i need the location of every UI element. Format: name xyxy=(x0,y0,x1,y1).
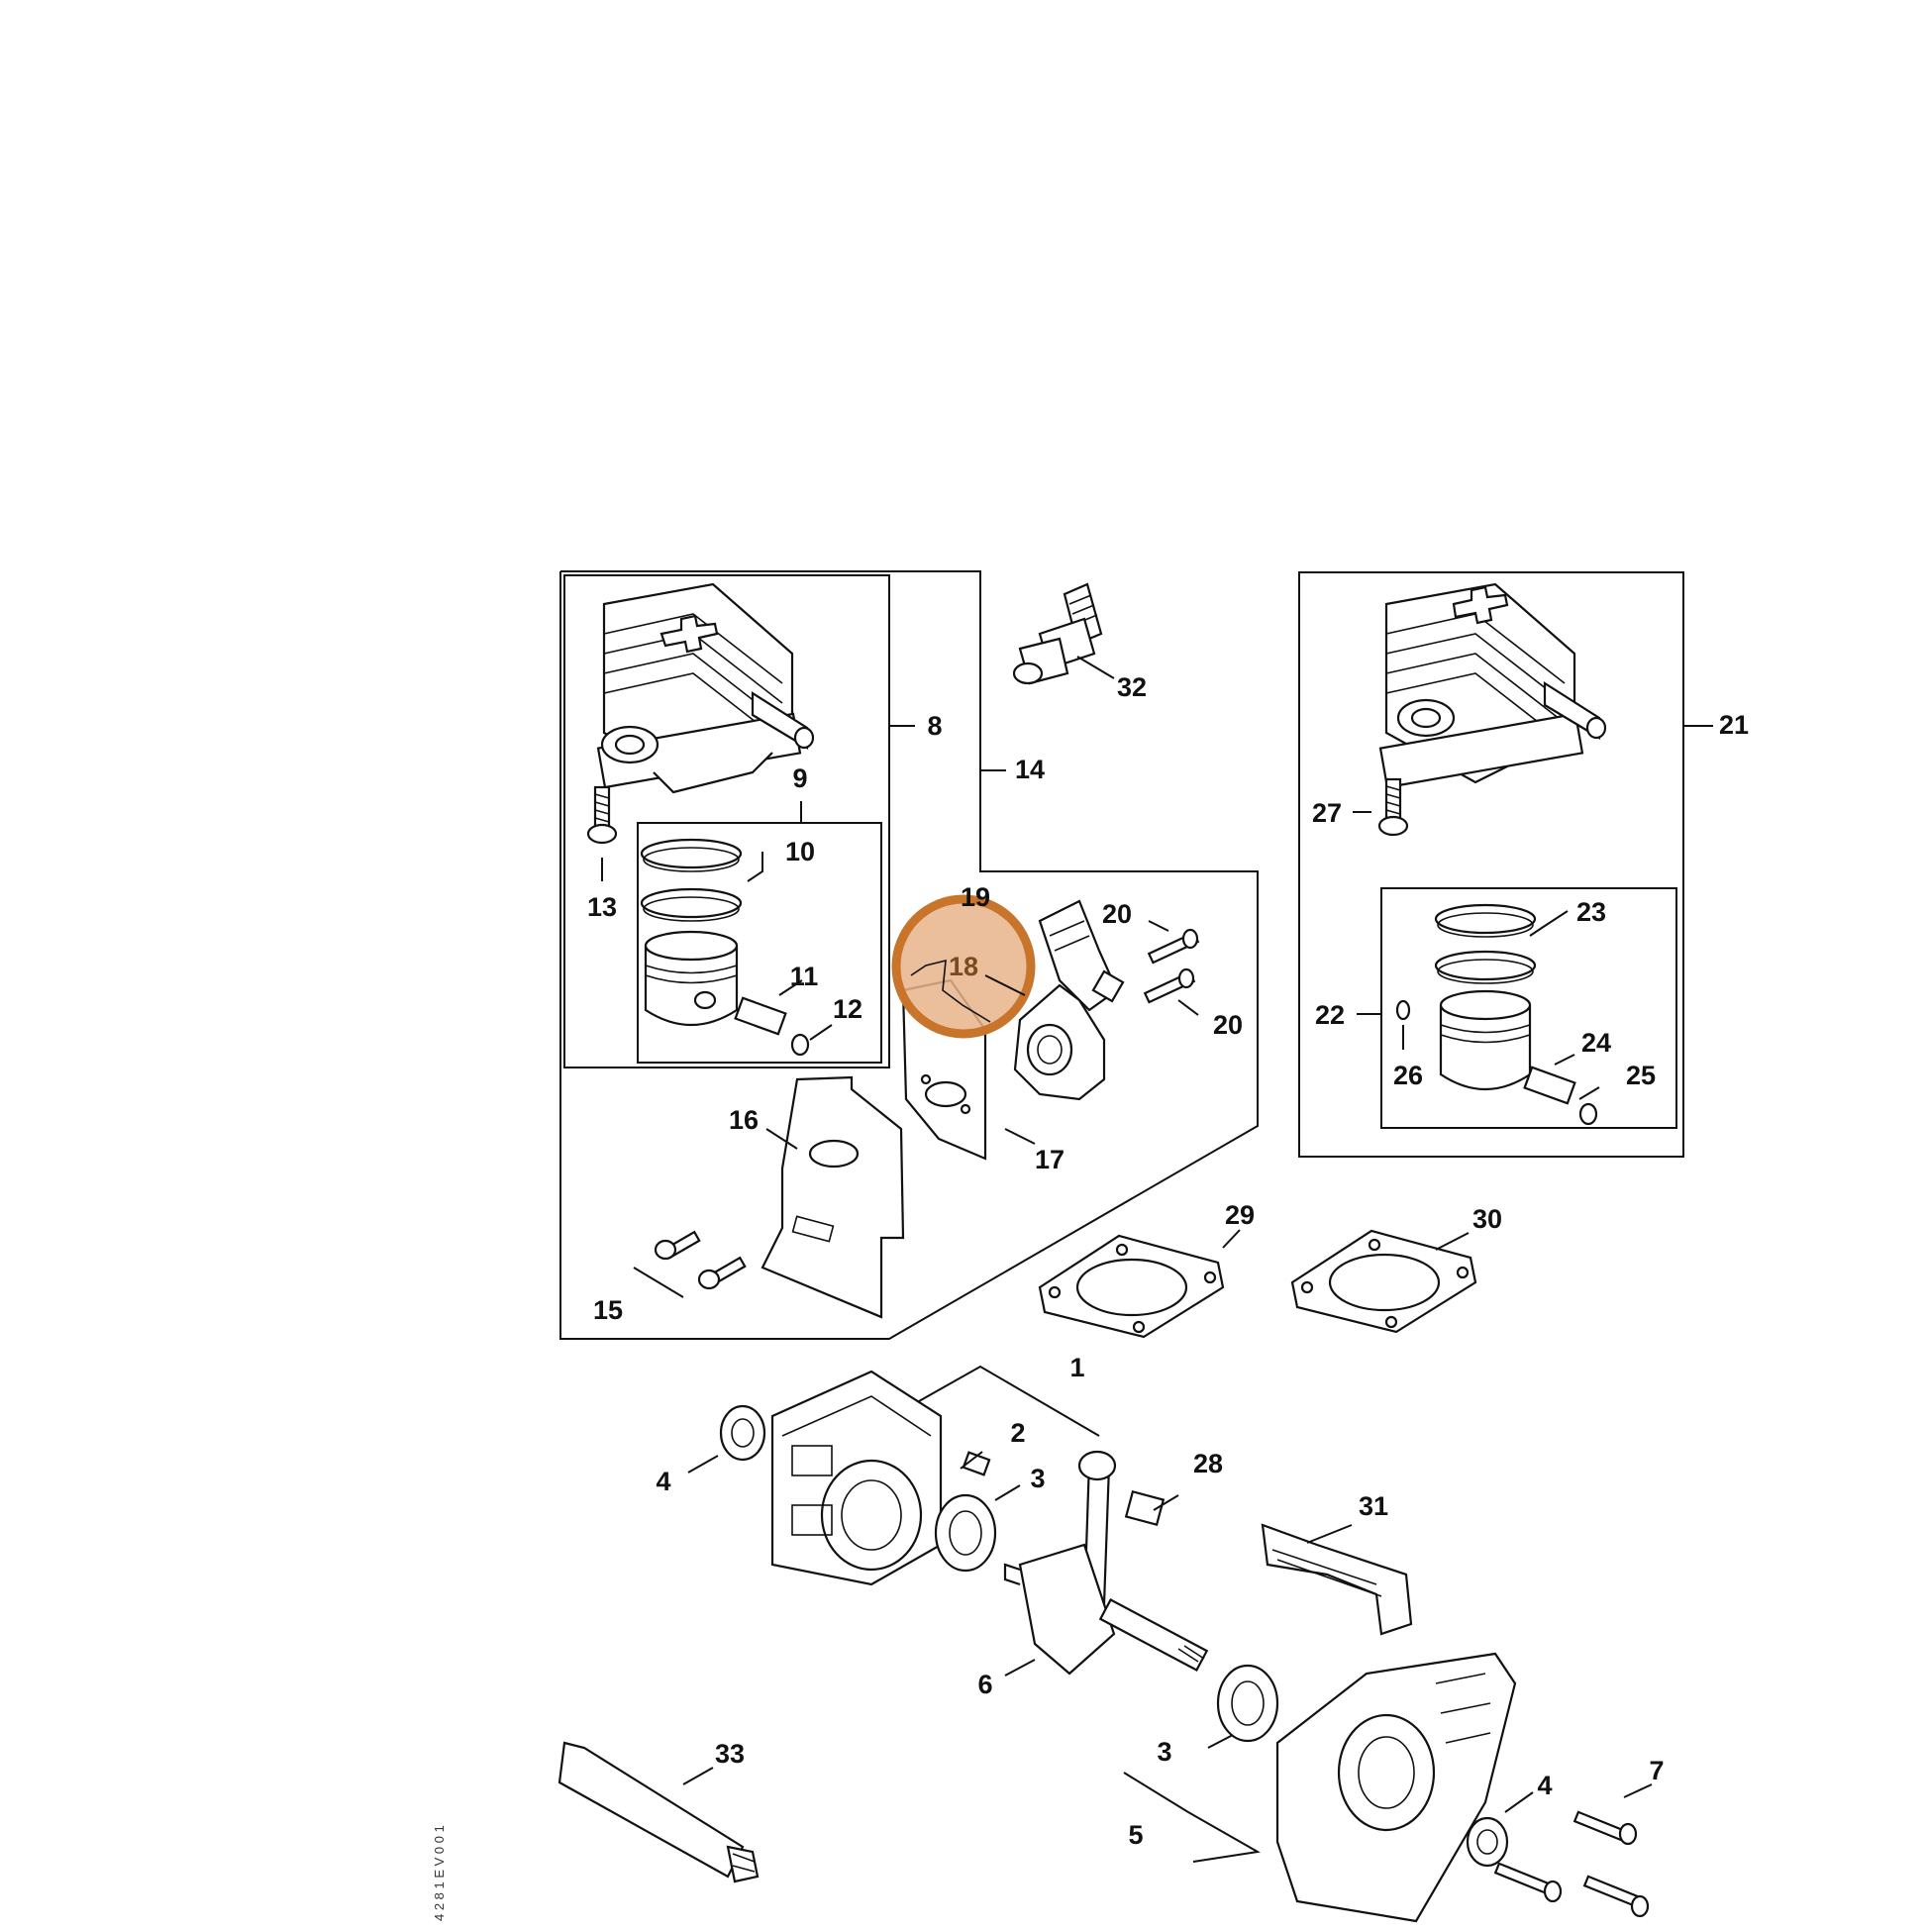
part-label-33[interactable]: 33 xyxy=(715,1739,745,1769)
screws-20-drawing xyxy=(1143,928,1200,1004)
part-label-5[interactable]: 5 xyxy=(1128,1820,1143,1850)
bearing-3-upper-drawing xyxy=(934,1493,997,1573)
part-label-26[interactable]: 26 xyxy=(1393,1061,1423,1090)
part-label-24[interactable]: 24 xyxy=(1581,1028,1611,1058)
grease-tube-33-drawing xyxy=(558,1741,760,1883)
part-label-14[interactable]: 14 xyxy=(1015,755,1045,784)
gasket-29-drawing xyxy=(1038,1234,1225,1339)
part-label-13[interactable]: 13 xyxy=(587,892,617,922)
crankcase-1-drawing xyxy=(770,1370,943,1586)
part-label-22[interactable]: 22 xyxy=(1315,1000,1345,1030)
group-box-21 xyxy=(1298,571,1684,1158)
screw-13-drawing xyxy=(586,785,618,845)
spark-plug-32-drawing xyxy=(1012,582,1103,685)
carburetor-19-drawing xyxy=(1038,899,1125,1012)
part-label-20[interactable]: 20 xyxy=(1213,1010,1243,1040)
part-label-25[interactable]: 25 xyxy=(1626,1061,1656,1090)
screw-27-drawing xyxy=(1377,777,1409,837)
piston-group-9-drawing xyxy=(640,838,810,1057)
gasket-30-drawing xyxy=(1290,1229,1477,1334)
part-label-3[interactable]: 3 xyxy=(1157,1737,1171,1767)
part-label-20[interactable]: 20 xyxy=(1102,899,1132,929)
seal-4-left-drawing xyxy=(719,1404,766,1462)
part-label-1[interactable]: 1 xyxy=(1069,1353,1084,1382)
cylinder-8-drawing xyxy=(596,582,815,794)
group-box-9 xyxy=(637,822,882,1064)
group-box-8 xyxy=(563,574,890,1068)
part-label-31[interactable]: 31 xyxy=(1359,1491,1388,1521)
highlight-circle[interactable] xyxy=(891,894,1036,1039)
crankcase-5-drawing xyxy=(1275,1652,1517,1923)
bearing-3-lower-drawing xyxy=(1216,1664,1279,1743)
part-label-29[interactable]: 29 xyxy=(1225,1200,1255,1230)
part-label-4[interactable]: 4 xyxy=(1537,1771,1552,1800)
pin-2-drawing xyxy=(962,1451,991,1476)
heat-shield-16-drawing xyxy=(761,1075,905,1319)
part-label-10[interactable]: 10 xyxy=(785,837,815,866)
part-label-32[interactable]: 32 xyxy=(1117,672,1147,702)
part-label-9[interactable]: 9 xyxy=(792,763,807,793)
part-label-15[interactable]: 15 xyxy=(593,1295,623,1325)
crankshaft-6-drawing xyxy=(1003,1450,1209,1676)
part-label-16[interactable]: 16 xyxy=(729,1105,759,1135)
group-box-14 xyxy=(559,570,1259,1340)
part-label-27[interactable]: 27 xyxy=(1312,798,1342,828)
part-label-8[interactable]: 8 xyxy=(927,711,942,741)
part-label-2[interactable]: 2 xyxy=(1010,1418,1025,1448)
part-label-7[interactable]: 7 xyxy=(1649,1756,1664,1785)
part-label-18[interactable]: 18 xyxy=(949,952,978,981)
part-label-28[interactable]: 28 xyxy=(1193,1449,1223,1478)
screws-7-drawing xyxy=(1493,1810,1650,1918)
part-labels: 1233445678910111213141516171819202021222… xyxy=(587,672,1749,1850)
seal-4-right-drawing xyxy=(1466,1816,1509,1868)
part-label-6[interactable]: 6 xyxy=(977,1670,992,1699)
side-code: 4 2 8 1 E V 0 0 1 xyxy=(432,1825,447,1921)
cylinder-21-drawing xyxy=(1378,582,1607,789)
part-label-30[interactable]: 30 xyxy=(1472,1204,1502,1234)
screws-15-drawing xyxy=(654,1230,747,1290)
svg-text:4 2 8 1 E V 0 0 1: 4 2 8 1 E V 0 0 1 xyxy=(432,1825,447,1921)
part-label-23[interactable]: 23 xyxy=(1576,897,1606,927)
part-label-4[interactable]: 4 xyxy=(656,1467,670,1496)
intake-flange-18-drawing xyxy=(1013,983,1106,1101)
part-label-17[interactable]: 17 xyxy=(1035,1145,1065,1174)
part-label-11[interactable]: 11 xyxy=(790,962,819,991)
part-label-12[interactable]: 12 xyxy=(833,994,862,1024)
group-box-22 xyxy=(1380,887,1677,1129)
part-label-3[interactable]: 3 xyxy=(1030,1464,1045,1493)
baffle-31-drawing xyxy=(1261,1523,1413,1636)
piston-group-22-drawing xyxy=(1395,903,1598,1126)
leader-lines xyxy=(601,656,1713,1863)
highlight-marker[interactable] xyxy=(891,894,1036,1039)
part-label-21[interactable]: 21 xyxy=(1719,710,1749,740)
needle-cage-28-drawing xyxy=(1124,1489,1166,1527)
part-label-19[interactable]: 19 xyxy=(961,882,990,912)
